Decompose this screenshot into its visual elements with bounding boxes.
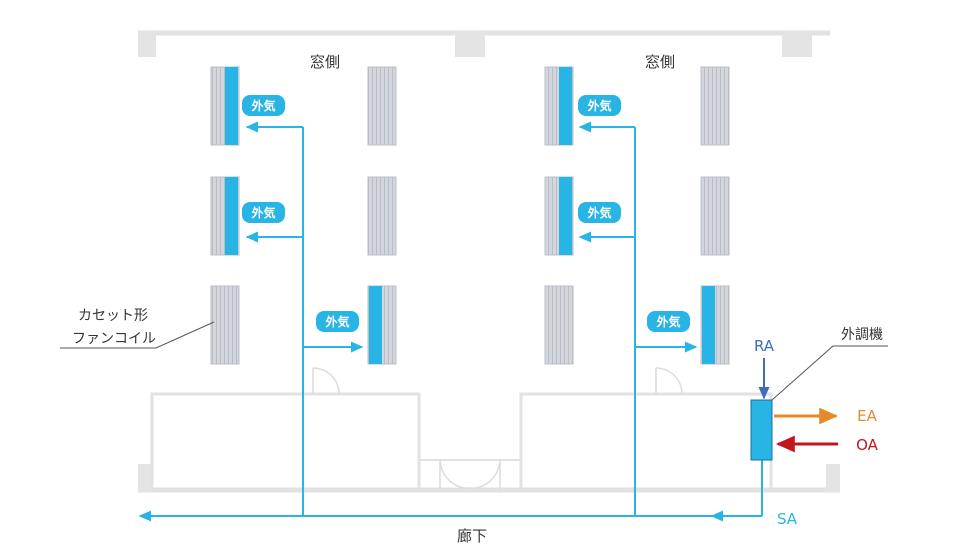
fan-coil-unit	[700, 66, 730, 146]
column-top-right	[782, 31, 812, 57]
rooms	[150, 392, 773, 492]
door-right	[655, 367, 683, 395]
outdoor-air-outlet	[225, 67, 238, 145]
outdoor-air-badge: 外気	[316, 311, 359, 332]
outdoor-air-outlets	[225, 67, 715, 364]
column-top-left	[138, 31, 156, 57]
supply-air-ducts	[138, 121, 763, 522]
outdoor-air-outlet	[559, 67, 572, 145]
outdoor-air-outlet	[702, 286, 715, 364]
outdoor-air-badge: 外気	[647, 311, 690, 332]
outdoor-air-outlet	[369, 286, 382, 364]
fcu-leader-line	[60, 321, 215, 349]
oa-label: OA	[856, 436, 879, 454]
room-left	[150, 392, 421, 492]
ea-label: EA	[857, 407, 877, 425]
outdoor-air-handling-unit	[750, 399, 773, 461]
unit-leader-line	[771, 345, 888, 401]
room-right	[519, 392, 773, 492]
outdoor-air-outlet	[225, 177, 238, 255]
fan-coil-unit	[367, 66, 397, 146]
column-bottom-left	[138, 464, 152, 492]
badges: 外気 外気 外気 外気 外気 外気	[242, 95, 690, 332]
entrance-door-left	[439, 459, 471, 490]
unit-label: 外調機	[841, 327, 883, 343]
fan-coil-unit	[544, 285, 574, 365]
svg-text:外気: 外気	[656, 314, 680, 329]
svg-text:外気: 外気	[587, 205, 611, 220]
svg-text:外気: 外気	[587, 98, 611, 113]
outdoor-air-badge: 外気	[578, 95, 621, 116]
sa-label: SA	[777, 510, 798, 528]
doors	[312, 367, 683, 490]
entrance-door-right	[469, 459, 501, 490]
door-left	[312, 367, 340, 395]
svg-text:外気: 外気	[251, 205, 275, 220]
window-side-label-left: 窓側	[310, 53, 340, 71]
outdoor-air-badge: 外気	[578, 202, 621, 223]
fan-coil-unit	[210, 285, 240, 365]
window-side-label-right: 窓側	[645, 53, 675, 71]
outdoor-air-outlet	[559, 177, 572, 255]
cassette-label-line2: ファンコイル	[72, 331, 156, 347]
svg-text:外気: 外気	[325, 314, 349, 329]
corridor-label: 廊下	[457, 527, 487, 545]
outdoor-air-badge: 外気	[242, 95, 285, 116]
svg-text:外気: 外気	[251, 98, 275, 113]
fan-coil-unit	[700, 176, 730, 256]
column-top-middle	[455, 31, 485, 57]
fan-coil-unit	[367, 176, 397, 256]
cassette-label-line1: カセット形	[78, 308, 148, 324]
ra-label: RA	[754, 337, 775, 355]
wall-columns	[138, 31, 840, 492]
outdoor-air-badge: 外気	[242, 202, 285, 223]
column-bottom-right	[826, 464, 840, 492]
